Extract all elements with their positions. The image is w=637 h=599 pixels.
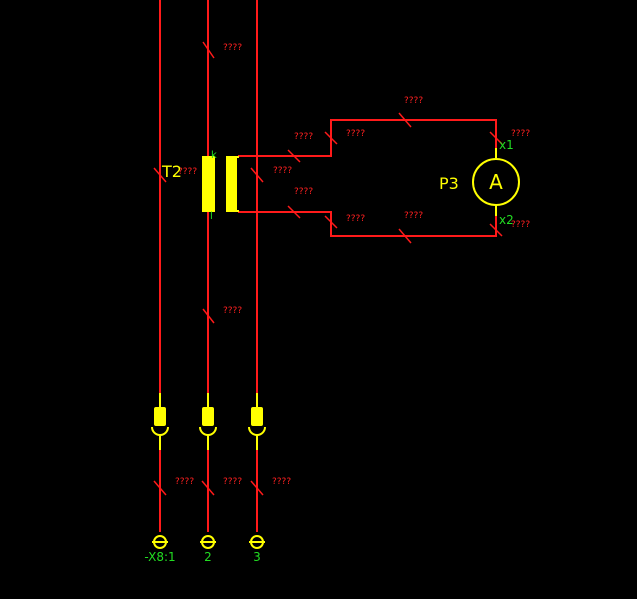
tick (398, 228, 412, 244)
tick (250, 167, 264, 183)
wire-labels: ???? ???? ???? ???? ???? ???? ???? ???? … (175, 43, 530, 487)
tick (201, 480, 215, 496)
wire-label: ???? (294, 187, 313, 197)
terminal-2[interactable] (200, 535, 216, 549)
tick (324, 215, 338, 229)
wire-l-to-x2[interactable] (238, 211, 497, 237)
ct-secondary-core (226, 156, 239, 212)
wire-label: ???? (178, 167, 197, 177)
terminal-3[interactable] (249, 535, 265, 549)
ammeter-symbol: A (489, 170, 503, 194)
terminal-label-2: 2 (204, 550, 212, 564)
tick (153, 167, 167, 183)
terminal-strip-x8: -X8:1 2 3 (144, 535, 265, 564)
ammeter-designation: P3 (439, 174, 459, 193)
ammeter-terminal-x2: x2 (499, 213, 514, 227)
terminal-label-3: 3 (253, 550, 261, 564)
wire-label: ???? (272, 477, 291, 487)
wire-k-to-x1[interactable] (238, 119, 497, 157)
wire-label: ???? (294, 132, 313, 142)
wire-label: ???? (511, 129, 530, 139)
wire-label: ???? (223, 43, 242, 53)
terminal-label-1: -X8:1 (144, 550, 175, 564)
fuse-connectors (151, 393, 266, 450)
tick (287, 205, 301, 219)
terminal-1[interactable] (152, 535, 168, 549)
tick (489, 131, 503, 145)
ammeter-body (472, 158, 520, 206)
wire-label: ???? (223, 306, 242, 316)
ct-secondary-gap (237, 158, 241, 210)
wire-label: ???? (346, 129, 365, 139)
tick (153, 480, 167, 496)
wire-label: ???? (175, 477, 194, 487)
current-transformer-t2[interactable]: T2 k l (161, 150, 241, 222)
wire-label: ???? (223, 477, 242, 487)
wire-label: ???? (404, 96, 423, 106)
tick (250, 480, 264, 496)
ct-terminal-l: l (210, 211, 213, 222)
tick (324, 131, 338, 145)
ct-terminal-k: k (211, 150, 217, 161)
tick (202, 41, 215, 59)
ct-primary-core (202, 156, 215, 212)
wire-label: ???? (511, 220, 530, 230)
tick (489, 223, 503, 237)
wire-label: ???? (404, 211, 423, 221)
main-conductors (159, 0, 258, 532)
ammeter-p3[interactable]: A P3 x1 x2 (439, 138, 520, 227)
tick (287, 149, 301, 163)
fuse-1[interactable] (151, 393, 169, 450)
ammeter-terminal-x1: x1 (499, 138, 514, 152)
fuse-2[interactable] (199, 393, 217, 450)
ct-designation: T2 (161, 162, 182, 181)
tick (398, 112, 412, 128)
wire-ticks (153, 41, 503, 496)
fuse-3[interactable] (248, 393, 266, 450)
wire-label: ???? (346, 214, 365, 224)
tick (202, 308, 215, 324)
wire-label: ???? (273, 166, 292, 176)
